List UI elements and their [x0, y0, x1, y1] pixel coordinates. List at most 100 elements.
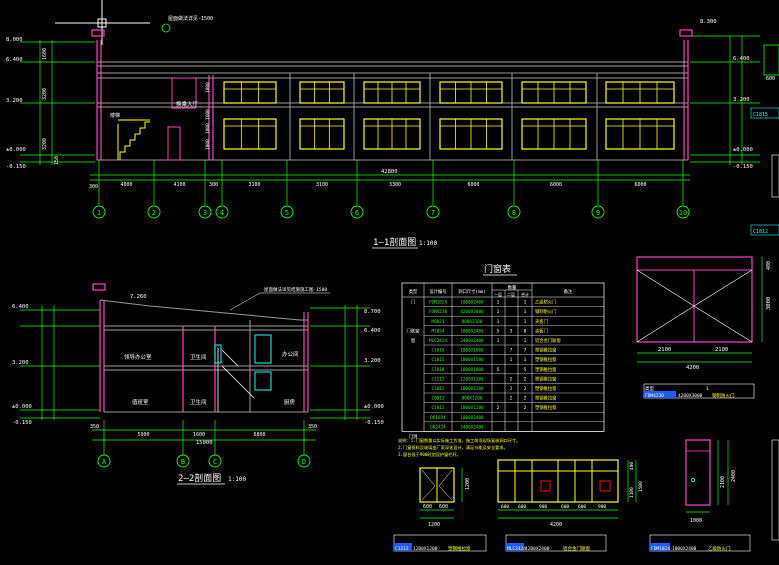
frag-box-bottom: [771, 439, 779, 541]
c1212-elevation: 600 600 1200 1200 C1212 1200X1200 塑钢推拉窗: [393, 467, 487, 552]
mlc-label-highlight: [506, 543, 524, 551]
table-cell-size-12: 1000X2400: [460, 415, 484, 421]
table-cell-size-2: 800X2100: [462, 319, 483, 325]
c1212-total: 1200: [428, 522, 440, 528]
s1-total-length: 42800: [381, 169, 398, 175]
mlc-h2: 1500: [638, 481, 644, 492]
s1-left-elev-4: -0.150: [6, 164, 26, 170]
s2-walls: [99, 300, 309, 412]
c1212-opening-marks: [421, 469, 453, 501]
table-cell-code-2: M0821: [432, 319, 445, 325]
table-cell-nt-9: 2: [524, 386, 527, 392]
table-cell-note-7: 塑钢推拉窗: [535, 366, 556, 373]
s2-room-3: 值班室: [132, 398, 149, 406]
s2-right-elev-3: ±0.000: [364, 404, 384, 410]
s2-room-4: 卫生间: [190, 398, 207, 406]
s1-axis-label-8: 9: [596, 209, 600, 217]
s1-axis-bubble-5: [350, 205, 364, 219]
table-note-2: 3.窗台低于900时加设护窗栏杆。: [398, 451, 461, 458]
fdm1024-elevation: 1000 2100 2400 FDM1024 1000X2400 乙级防火门: [649, 439, 751, 552]
fdm-label-highlight: [644, 391, 676, 398]
table-cell-note-8: 塑钢推拉窗: [535, 375, 556, 382]
table-cell-size-1: 4200X3000: [460, 309, 484, 315]
mlc-h1: 1100: [629, 487, 635, 498]
s1-window-3: [299, 118, 345, 150]
table-cell-nt-6: 1: [524, 357, 527, 363]
c1212-label-note: 塑钢推拉窗: [448, 545, 471, 552]
s1-end-dim: 300: [89, 184, 98, 190]
fdm1024-h1: 2400: [731, 470, 737, 482]
s1-window-2: [299, 81, 345, 104]
s2-room-2: 办公间: [282, 350, 299, 358]
mlc-red-panel-left: [540, 480, 551, 492]
s2-axis-bubble-1: [176, 454, 190, 468]
s2-top-note: 屋面做法详见结施施工图-1500: [264, 286, 327, 293]
table-cell-code-11: C1812: [432, 405, 445, 411]
fdm-height: 3000: [766, 297, 772, 310]
frag-tag-1: C1815: [753, 112, 768, 118]
table-cell-nt-7: 5: [524, 367, 527, 373]
fdm-height-top: 400: [766, 261, 772, 270]
mlc-dims: [498, 460, 637, 519]
s1-left-elev-1: 6.400: [6, 57, 23, 63]
c1212-dims: [420, 468, 463, 519]
table-cell-code-4: MLC2424: [429, 338, 448, 344]
s1-window-dim-0: 1800: [205, 82, 211, 93]
s2-elevation-lines: [20, 305, 370, 420]
frag-tag-2-box: [750, 224, 779, 236]
fdm1024-h0: 2100: [720, 476, 726, 488]
s1-window-dim-2: 1800: [205, 123, 211, 134]
s2-total-length: 15000: [196, 440, 213, 446]
s1-seg-dim-0: 1600: [42, 48, 48, 60]
fdm1024-width: 1000: [690, 518, 702, 524]
table-hdr-size: 洞口尺寸(mm): [458, 288, 486, 295]
s1-axis-label-0: 1: [97, 209, 101, 217]
s1-axis-bubble-1: [147, 205, 161, 219]
s2-left-elev-0: 6.400: [12, 304, 29, 310]
s1-axis-dims: [90, 174, 690, 181]
s2-end-dim-0: 350: [90, 424, 99, 430]
table-cell-note-1: 钢制防火门: [535, 308, 556, 315]
s2-window-cyan-upper: [254, 334, 272, 364]
fdm-label-qty: 1: [706, 386, 709, 392]
mlc-total: 4200: [550, 522, 562, 528]
table-hdr-note: 备注: [564, 288, 573, 295]
section-1-1: 8.000 6.400 3.200 ±0.000 -0.150 8.300 6.…: [6, 15, 760, 249]
table-cell-code-5: C1816: [432, 348, 445, 354]
table-cell-size-6: 1800X1500: [460, 357, 484, 363]
right-edge-fragments: 600 C1815 C1812: [750, 44, 779, 541]
fdm1024-label-size: 1000X2400: [672, 546, 697, 552]
s1-axis-bubble-9: [676, 205, 690, 219]
s2-end-dim-1: 350: [308, 424, 317, 430]
s1-axis-spacing-8: 6000: [634, 182, 646, 188]
table-cell-nt-1: 1: [524, 309, 527, 315]
s1-scale: 1:100: [419, 240, 437, 247]
frag-tag-1-box: [750, 107, 779, 119]
s1-left-elev-3: ±0.000: [6, 147, 26, 153]
c1212-label-size: 1200X1200: [413, 546, 438, 552]
table-cell-size-13: 2400X2400: [460, 424, 484, 430]
table-cell-size-10: 800X1200: [462, 396, 483, 402]
s1-window-dim-1: 1600: [205, 109, 211, 120]
table-hdr-f2: 二层: [507, 291, 515, 297]
table-cell-note-5: 塑钢推拉窗: [535, 347, 556, 354]
s2-scale: 1:100: [228, 476, 246, 483]
s1-axis-bubble-6: [426, 205, 440, 219]
fdm1024-handle-icon: [691, 477, 696, 482]
table-cell-nt-2: 1: [524, 319, 527, 325]
c1212-w1: 600: [439, 504, 448, 510]
s1-axis-label-1: 2: [152, 209, 156, 217]
mlc-w3: 600: [561, 504, 569, 510]
table-cell-n1-7: 5: [497, 367, 500, 373]
s2-left-elev-2: 3.200: [12, 360, 29, 366]
table-cell-nt-0: 1: [524, 300, 527, 306]
mlc-w5: 900: [598, 504, 606, 510]
table-cell-note-11: 塑钢推拉窗: [535, 404, 556, 411]
s2-axis-spacing-2: 6800: [253, 432, 265, 438]
table-cell-nt-3: 8: [524, 328, 527, 334]
table-cat-0: 门: [411, 299, 415, 306]
section-2-2: 6.400 3.200 ±0.000 -0.150 7.260 8.700 6.…: [12, 283, 384, 485]
